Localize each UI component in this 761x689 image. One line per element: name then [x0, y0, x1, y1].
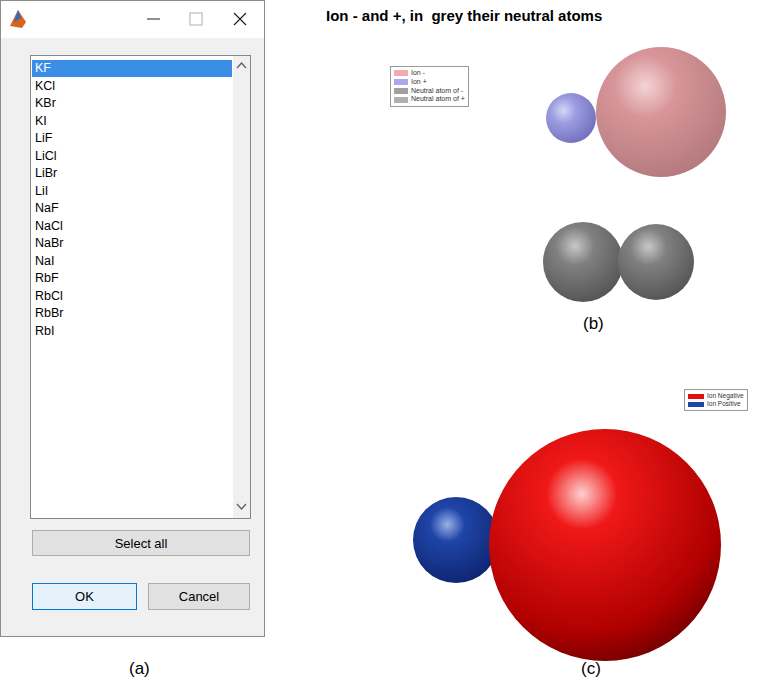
legend-text: Ion +	[411, 78, 427, 87]
list-item: KBr	[35, 96, 56, 110]
list-item: LiI	[35, 184, 48, 198]
legend-box-c: Ion NegativeIon Positive	[684, 389, 748, 411]
legend-swatch	[394, 79, 408, 85]
legend-swatch	[688, 394, 704, 399]
list-item: LiCl	[35, 149, 57, 163]
legend-text: Ion Negative	[707, 392, 744, 400]
panel-label: (b)	[583, 314, 604, 334]
list-item: NaCl	[35, 219, 63, 233]
legend-row: Neutral atom of +	[394, 95, 465, 104]
legend-row: Ion Negative	[688, 392, 744, 400]
button-label: OK	[75, 589, 94, 604]
list-item: RbCl	[35, 289, 63, 303]
legend-swatch	[688, 402, 704, 407]
panel-label: (a)	[129, 659, 150, 679]
list-item: NaBr	[35, 236, 63, 250]
legend-text: Neutral atom of -	[411, 87, 463, 96]
legend-row: Ion +	[394, 78, 465, 87]
ok-button: OK	[32, 583, 137, 610]
button-label: Cancel	[179, 589, 219, 604]
list-item: LiF	[35, 131, 52, 145]
plot-title: Ion - and +, in grey their neutral atoms	[326, 7, 602, 24]
panel-label: (c)	[581, 659, 601, 679]
legend-text: Ion -	[411, 69, 425, 78]
button-label: Select all	[115, 536, 168, 551]
list-item: RbF	[35, 271, 59, 285]
cancel-button: Cancel	[148, 583, 250, 610]
list-item: KCl	[35, 79, 55, 93]
list-item: RbI	[35, 324, 54, 338]
list-item: LiBr	[35, 166, 57, 180]
list-item: RbBr	[35, 306, 63, 320]
legend-swatch	[394, 97, 408, 103]
list-item: NaF	[35, 201, 59, 215]
legend-row: Ion -	[394, 69, 465, 78]
legend-swatch	[394, 70, 408, 76]
list-item: NaI	[35, 254, 54, 268]
legend-text: Ion Positive	[707, 400, 741, 408]
legend-text: Neutral atom of +	[411, 95, 465, 104]
list-item: KF	[35, 61, 51, 75]
legend-row: Ion Positive	[688, 400, 744, 408]
list-item: KI	[35, 114, 47, 128]
legend-row: Neutral atom of -	[394, 87, 465, 96]
select-all-button: Select all	[32, 530, 250, 556]
legend-box-b: Ion -Ion +Neutral atom of -Neutral atom …	[390, 66, 469, 107]
legend-swatch	[394, 88, 408, 94]
